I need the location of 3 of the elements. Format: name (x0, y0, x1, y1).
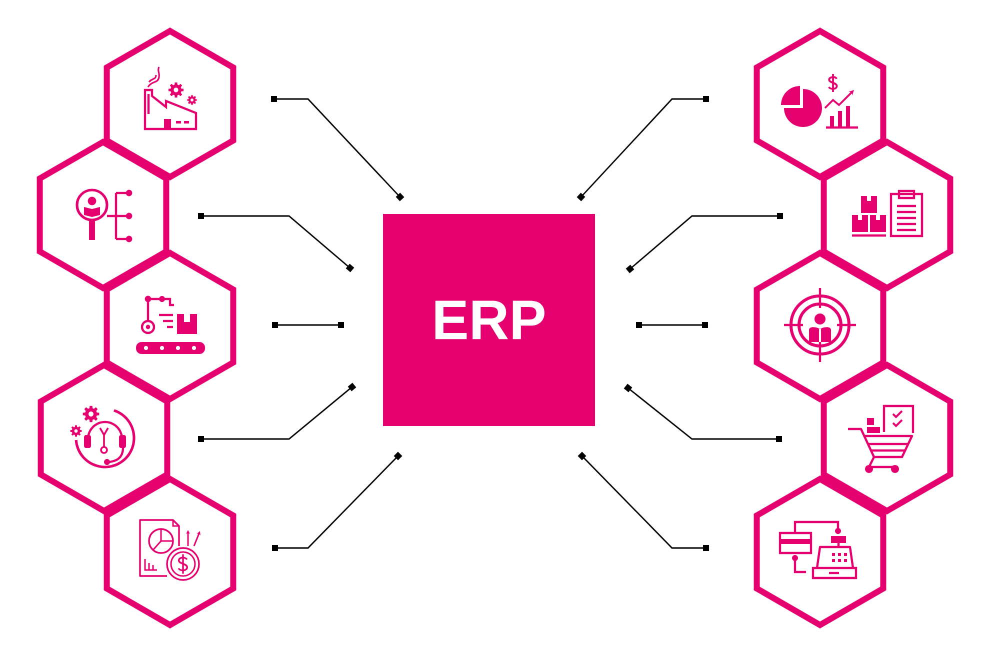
square-box: ERP (383, 214, 595, 426)
connector (636, 322, 708, 328)
connector (272, 322, 344, 328)
